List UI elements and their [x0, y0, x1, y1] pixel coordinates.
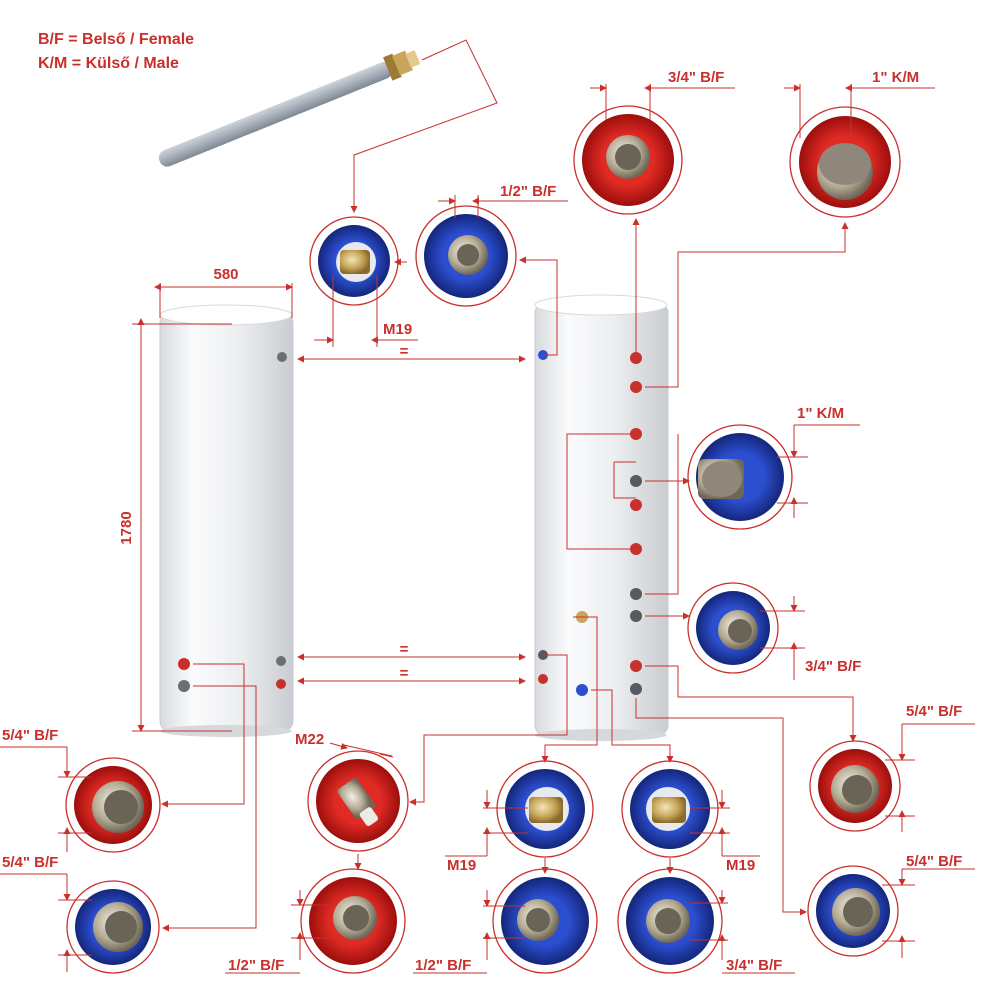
brass-plug-icon: [340, 250, 370, 274]
bottom-three-quarter-label: 3/4" B/F: [726, 957, 782, 974]
legend-male: K/M = Külső / Male: [38, 55, 179, 72]
side-three-quarter-label: 3/4" B/F: [805, 658, 861, 675]
fitting-bottom-half-inch: [492, 868, 598, 974]
fitting-mid-plug-right: [621, 760, 719, 858]
height-label: 1780: [118, 511, 135, 544]
fitting-left-five-quarter-bottom: [66, 880, 160, 974]
fitting-top-half-inch: [415, 205, 517, 307]
brass-plug-icon: [652, 797, 686, 823]
anode-thread-label: M19: [383, 321, 412, 338]
bottom-half-label: 1/2" B/F: [415, 957, 471, 974]
fitting-heater-half-inch: [300, 868, 406, 974]
anode-leader-line: [350, 39, 498, 213]
left-tank: [159, 304, 294, 737]
top-half-label: 1/2" B/F: [500, 183, 556, 200]
equal-mid-label: =: [400, 641, 409, 658]
right-tank: [534, 294, 669, 741]
fitting-m22-sensor: [307, 750, 409, 852]
fitting-top-one-inch-male: [789, 106, 901, 218]
fitting-right-five-quarter-top: [809, 740, 901, 832]
right-five-quarter-bottom-label: 5/4" B/F: [906, 853, 962, 870]
left-tank-port: [276, 656, 286, 666]
left-five-quarter-bottom-label: 5/4" B/F: [2, 854, 58, 871]
m22-label: M22: [295, 731, 324, 748]
sensor-gland-icon: [337, 778, 379, 826]
left-tank-port: [178, 680, 190, 692]
right-five-quarter-top-label: 5/4" B/F: [906, 703, 962, 720]
mid-m19-right-label: M19: [726, 857, 755, 874]
left-tank-port: [178, 658, 190, 670]
equal-bottom-label: =: [400, 665, 409, 682]
legend-female: B/F = Belső / Female: [38, 31, 194, 48]
left-tank-port: [276, 679, 286, 689]
fitting-side-one-inch-male: [687, 424, 793, 530]
fitting-mid-plug-left: [496, 760, 594, 858]
heater-half-label: 1/2" B/F: [228, 957, 284, 974]
fitting-bottom-three-quarter: [617, 868, 723, 974]
fitting-right-five-quarter-bottom: [807, 865, 899, 957]
fitting-top-three-quarter: [573, 105, 683, 215]
equal-top-label: =: [400, 343, 409, 360]
left-five-quarter-top-label: 5/4" B/F: [2, 727, 58, 744]
side-one-inch-label: 1" K/M: [797, 405, 844, 422]
left-tank-top-port: [277, 352, 287, 362]
fitting-left-five-quarter-top: [65, 757, 161, 853]
top-three-quarter-label: 3/4" B/F: [668, 69, 724, 86]
fitting-anode-plug: [309, 216, 399, 306]
brass-plug-icon: [529, 797, 563, 823]
mid-m19-left-label: M19: [447, 857, 476, 874]
fitting-side-three-quarter: [687, 582, 779, 674]
anode-rod-icon: [158, 50, 421, 167]
top-one-inch-label: 1" K/M: [872, 69, 919, 86]
width-label: 580: [213, 266, 238, 283]
